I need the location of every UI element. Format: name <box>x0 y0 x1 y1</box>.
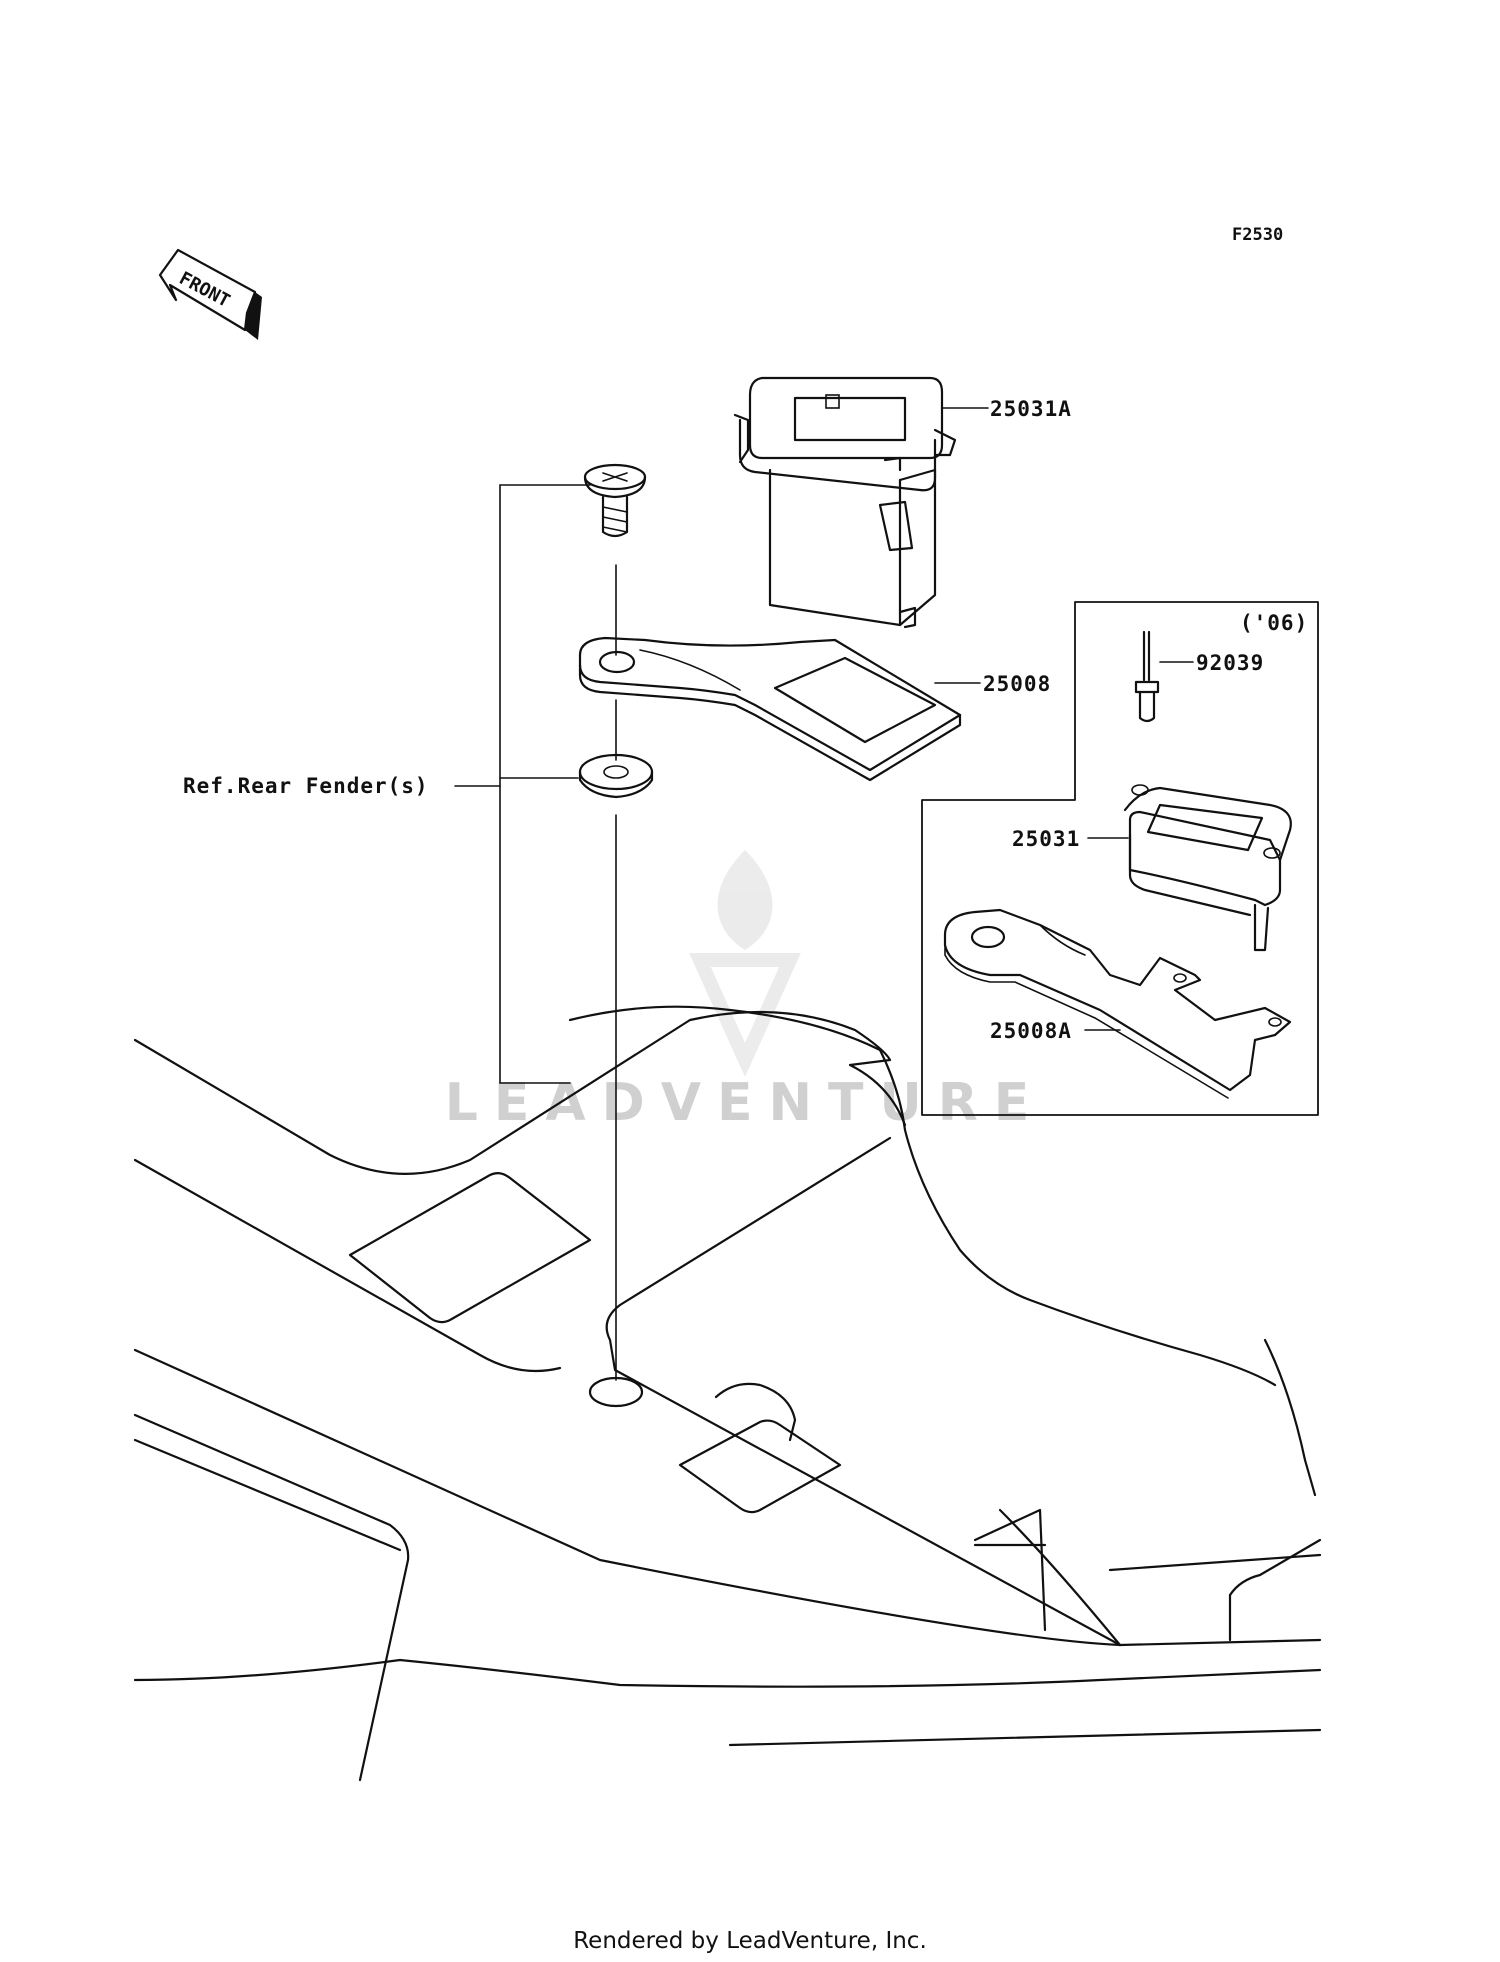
rear-fender <box>133 1005 1322 1782</box>
front-arrow-icon: FRONT <box>158 248 262 340</box>
bracket-25008a <box>943 908 1292 1099</box>
rivet-92039 <box>1134 630 1160 723</box>
inset-year-label: ('06) <box>1240 611 1308 635</box>
callout-25008: 25008 <box>983 672 1051 696</box>
watermark-text: LEADVENTURE <box>445 1073 1046 1133</box>
callout-25031: 25031 <box>1012 827 1080 851</box>
callout-25008a: 25008A <box>990 1019 1072 1043</box>
watermark-logo <box>689 850 801 1078</box>
figure-code: F2530 <box>1232 225 1283 245</box>
hour-meter-25031a <box>733 376 957 629</box>
washer <box>578 753 654 799</box>
inset-box <box>921 601 1319 1116</box>
screw <box>583 463 647 538</box>
callout-92039: 92039 <box>1196 651 1264 675</box>
bracket-25008 <box>578 636 962 782</box>
callout-ref-rear-fender: Ref.Rear Fender(s) <box>183 774 429 798</box>
callout-25031a: 25031A <box>990 397 1072 421</box>
hour-meter-25031 <box>1123 784 1292 952</box>
footer-credit: Rendered by LeadVenture, Inc. <box>573 1928 927 1954</box>
